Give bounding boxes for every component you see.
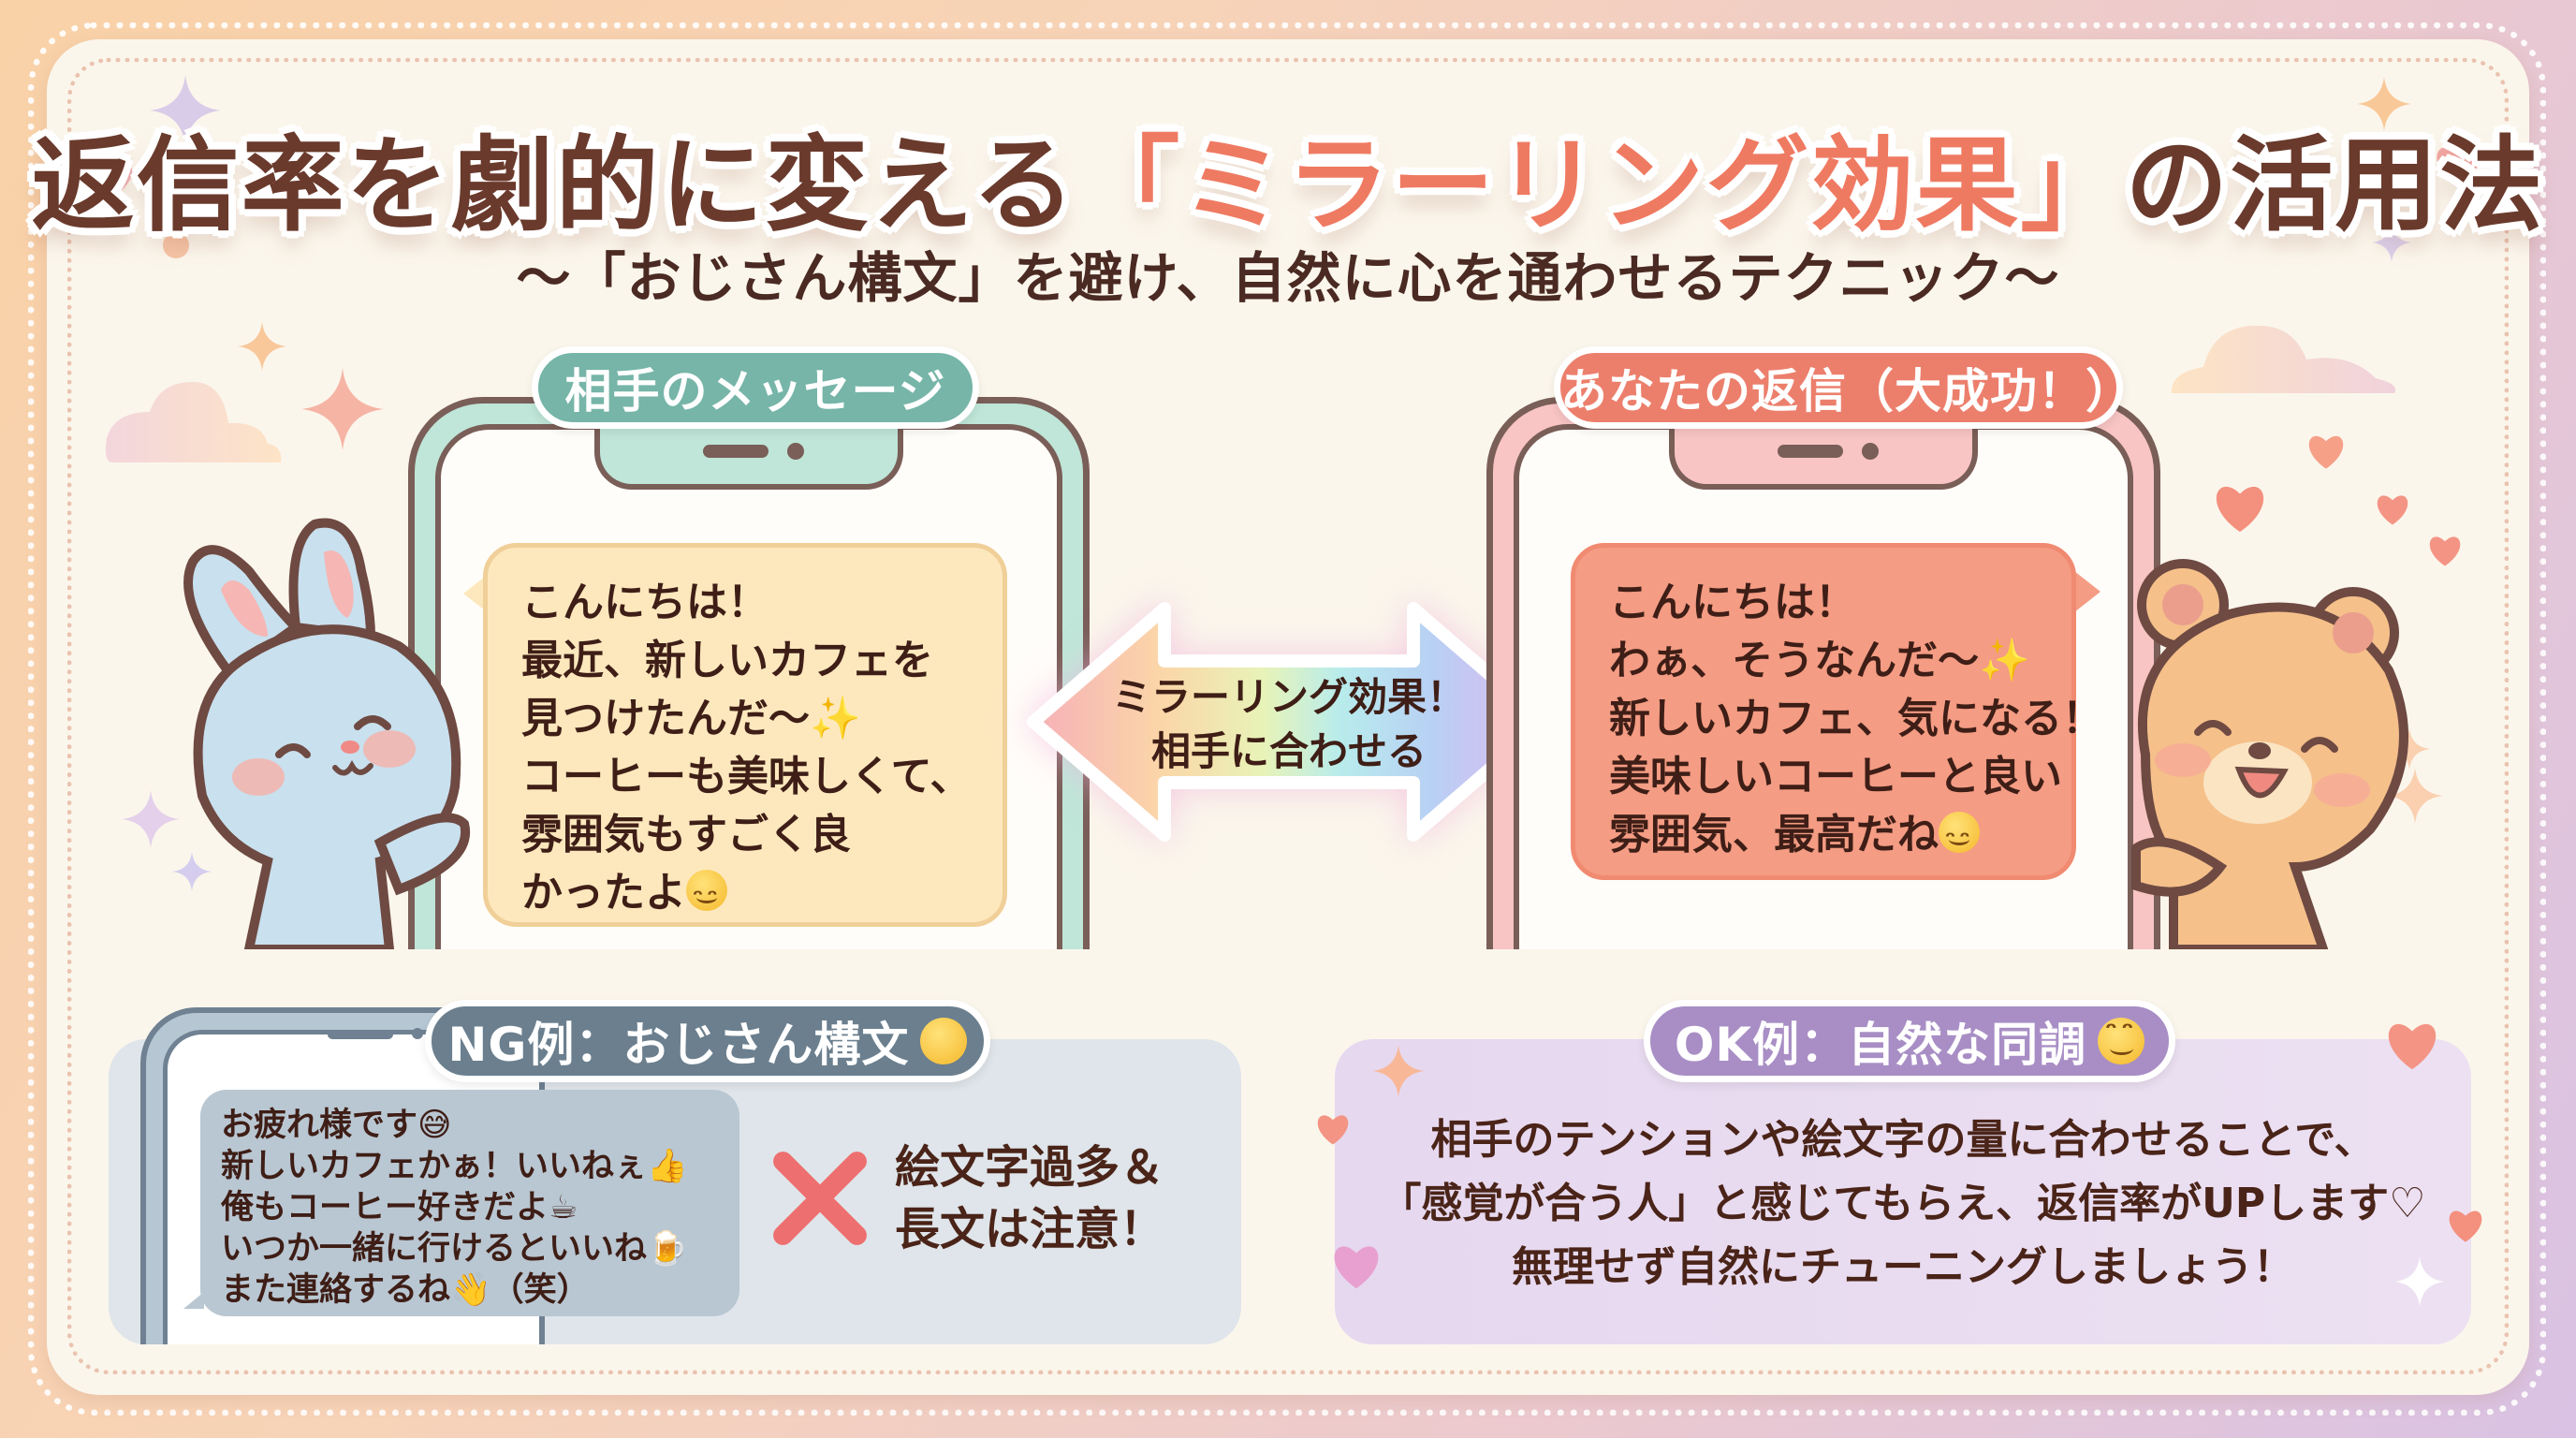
bubble-tail (2074, 571, 2100, 612)
pensive-face-icon (920, 1018, 968, 1064)
smiling-face-icon (686, 869, 727, 927)
warning-line: 絵文字過多＆ (895, 1141, 1165, 1194)
ng-label-text: NG例：おじさん構文 (447, 1018, 910, 1072)
message-line: 美味しいコーヒーと良い (1609, 753, 2062, 800)
ng-message-bubble: お疲れ様です😅 新しいカフェかぁ！いいねぇ👍 俺もコーヒー好きだよ☕ いつか一緒… (200, 1090, 739, 1316)
ok-text-line: 相手のテンションや絵文字の量に合わせることで、 (1430, 1116, 2376, 1164)
title-prefix: 返信率を劇的に変える (31, 125, 1077, 245)
sparkle-icon (2394, 1256, 2445, 1307)
page-subtitle: 〜「おじさん構文」を避け、自然に心を通わせるテクニック〜 (516, 246, 2060, 310)
message-line: 雰囲気、最高だね (1609, 811, 1939, 858)
ok-explanation-text: 相手のテンションや絵文字の量に合わせることで、 「感覚が合う人」と感じてもらえ、… (1335, 1108, 2471, 1299)
your-reply-label: あなたの返信（大成功！） (1554, 346, 2132, 429)
message-line: 新しいカフェかぁ！いいねぇ👍 (221, 1148, 688, 1185)
sparkle-icon (2389, 728, 2430, 770)
phone-speaker (328, 1030, 393, 1039)
ok-label-text: OK例：自然な同調 (1674, 1018, 2087, 1072)
message-line: 俺もコーヒー好きだよ☕ (221, 1189, 578, 1226)
message-line: いつか一緒に行けるといいね🍺 (221, 1230, 688, 1268)
ok-text-line: 「感覚が合う人」と感じてもらえ、返信率がUPします♡ (1380, 1180, 2426, 1227)
message-line: コーヒーも美味しくて、 (521, 753, 972, 800)
message-line: また連絡するね👋（笑） (221, 1271, 590, 1309)
smiling-face-icon (2098, 1017, 2145, 1064)
arrow-line-1: ミラーリング効果！ (1111, 674, 1466, 720)
cloud-icon (2171, 325, 2396, 393)
phone-notch (594, 424, 903, 490)
heart-icon (2437, 147, 2480, 188)
phone-notch (1669, 424, 1978, 490)
heart-icon (2388, 1023, 2437, 1070)
dot-icon (163, 232, 189, 258)
message-line: 見つけたんだ〜✨ (521, 695, 861, 742)
sparkle-icon (238, 322, 286, 371)
bubble-tail (183, 1292, 204, 1309)
message-line: 新しいカフェ、気になる！ (1609, 695, 2103, 742)
cloud-icon (105, 382, 282, 462)
page-title: 返信率を劇的に変える「ミラーリング効果」の活用法 (0, 101, 2576, 251)
outer-dotted-border (28, 22, 2546, 1416)
inner-dotted-border (67, 58, 2509, 1374)
sparkle-icon (2387, 768, 2443, 824)
bunny-character-icon (183, 518, 471, 949)
partner-message-bubble: こんにちは！ 最近、新しいカフェを 見つけたんだ〜✨ コーヒーも美味しくて、 雰… (483, 543, 1007, 927)
message-line: お疲れ様です😅 (221, 1107, 452, 1144)
message-line: かったよ (521, 869, 686, 917)
sparkle-icon (172, 852, 212, 891)
ok-text-line: 無理せず自然にチューニングしましょう！ (1512, 1243, 2294, 1291)
title-accent: 「ミラーリング効果」 (1076, 125, 2126, 245)
heart-icon (2377, 495, 2408, 525)
mirroring-arrow-label: ミラーリング効果！ 相手に合わせる (1024, 670, 1554, 779)
sparkle-icon (1372, 1045, 1425, 1097)
message-line: 最近、新しいカフェを (521, 637, 933, 684)
heart-icon (1317, 1115, 1349, 1145)
ok-example-label: OK例：自然な同調 (1644, 1000, 2175, 1082)
sparkle-icon (122, 790, 180, 848)
arrow-line-2: 相手に合わせる (1150, 728, 1427, 774)
message-line: こんにちは！ (521, 579, 768, 626)
heart-icon (97, 162, 133, 196)
heart-icon (2449, 1211, 2482, 1242)
ng-warning-text: 絵文字過多＆ 長文は注意！ (895, 1137, 1164, 1260)
warning-line: 長文は注意！ (895, 1203, 1165, 1255)
heart-icon (2308, 435, 2344, 469)
heart-icon (2216, 486, 2264, 533)
phone-camera (412, 1028, 423, 1039)
sparkle-icon (2372, 223, 2411, 262)
sparkle-icon (301, 368, 384, 450)
heart-icon (1334, 1246, 1379, 1289)
bear-character-icon (2131, 559, 2408, 949)
heart-icon (2429, 536, 2461, 566)
smiling-face-icon (1939, 811, 1980, 869)
message-line: こんにちは！ (1609, 579, 1856, 626)
partner-message-label: 相手のメッセージ (532, 346, 979, 429)
title-suffix: の活用法 (2125, 125, 2545, 245)
sparkle-icon (2357, 77, 2411, 131)
your-reply-bubble: こんにちは！ わぁ、そうなんだ〜✨ 新しいカフェ、気になる！ 美味しいコーヒーと… (1571, 543, 2103, 880)
ok-example-panel (1335, 1039, 2471, 1344)
ng-example-label: NG例：おじさん構文 (425, 1000, 990, 1082)
x-mark-icon (773, 1152, 867, 1245)
message-line: わぁ、そうなんだ〜✨ (1609, 637, 2030, 684)
sparkle-icon (150, 75, 221, 146)
message-line: 雰囲気もすごく良 (521, 811, 851, 858)
